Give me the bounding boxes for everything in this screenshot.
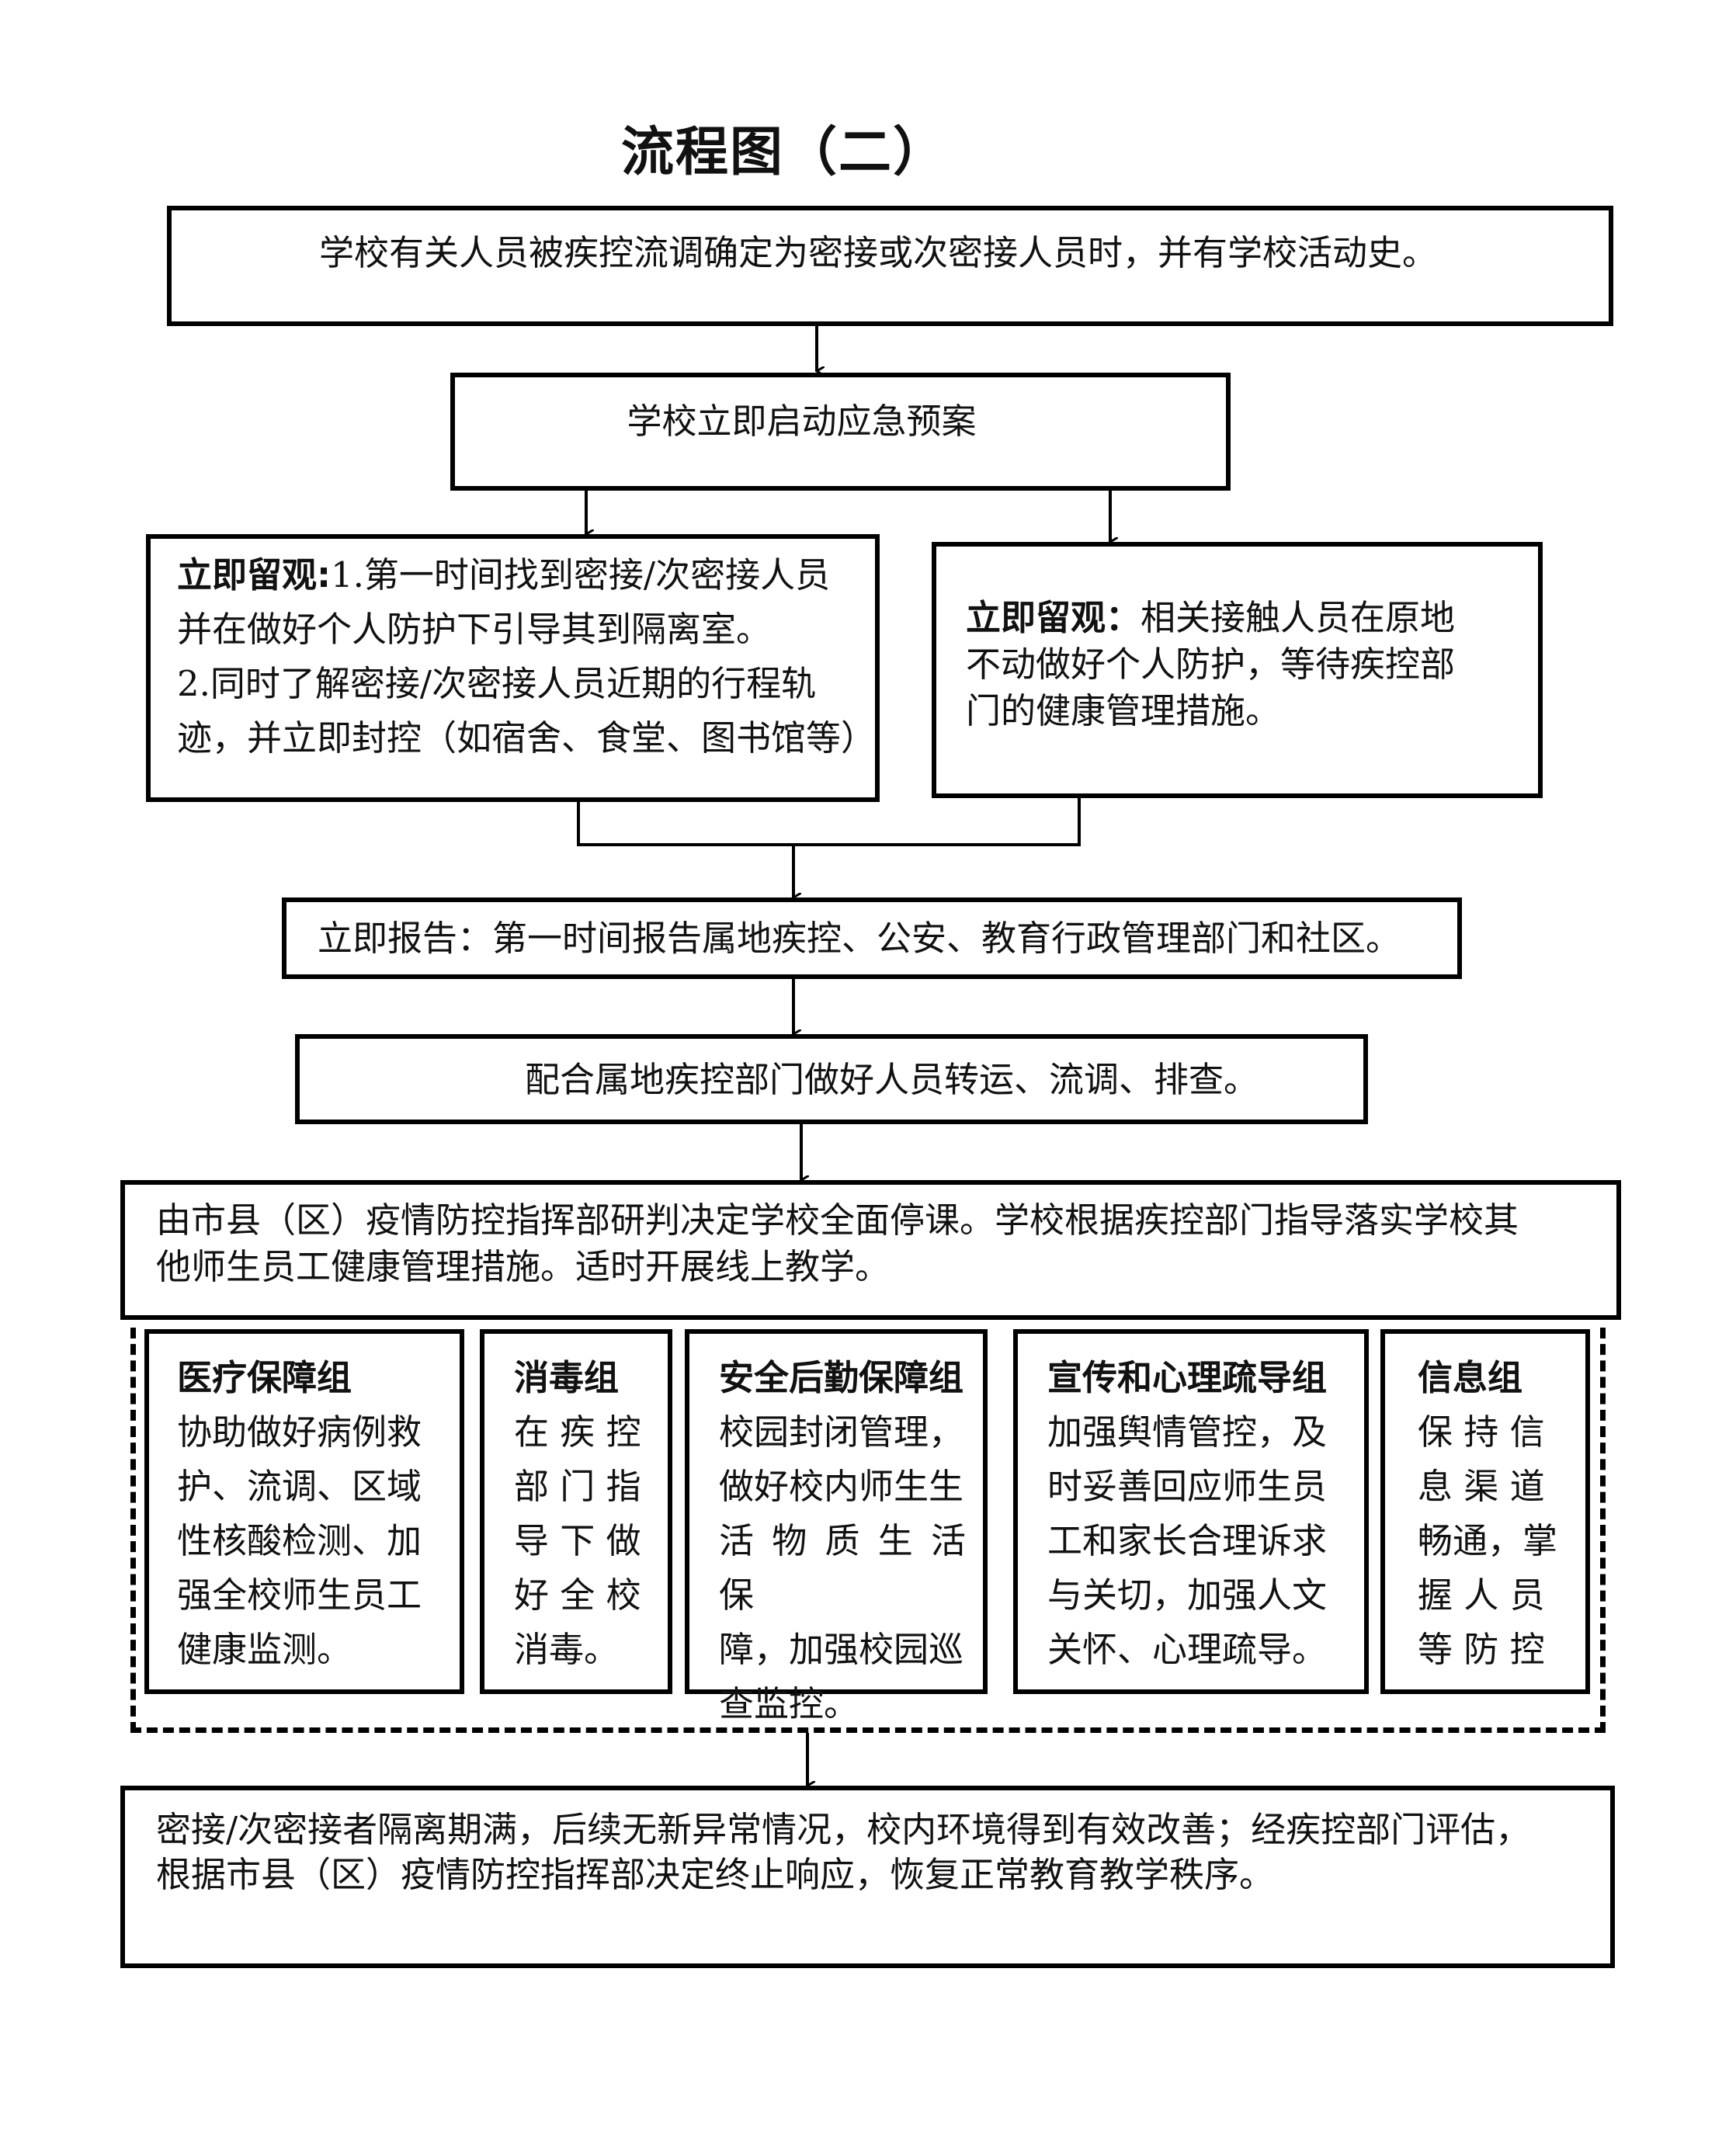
left-observe-line2: 并在做好个人防护下引导其到隔离室。 [177,609,772,650]
task-groups-container [130,1328,1606,1733]
suspend-classes-box: 由市县（区）疫情防控指挥部研判决定学校全面停课。学校根据疾控部门指导落实学校其 … [120,1180,1621,1320]
page-title: 流程图（二） [621,122,948,183]
left-observe-box: 立即留观:1.第一时间找到密接/次密接人员 并在做好个人防护下引导其到隔离室。 … [146,534,880,802]
group-logistics: 安全后勤保障组 校园封闭管理， 做好校内师生生 活 物 质 生 活 保 障，加强… [685,1329,988,1724]
trigger-text: 学校有关人员被疾控流调确定为密接或次密接人员时，并有学校活动史。 [319,232,1438,273]
suspend-line1: 由市县（区）疫情防控指挥部研判决定学校全面停课。学校根据疾控部门指导落实学校其 [156,1200,1519,1241]
report-box: 立即报告：第一时间报告属地疾控、公安、教育行政管理部门和社区。 [282,897,1462,979]
cooperate-text: 配合属地疾控部门做好人员转运、流调、排查。 [525,1059,1259,1100]
left-observe-line3: 2.同时了解密接/次密接人员近期的行程轨 [177,663,817,704]
group-medical-title: 医疗保障组 [177,1357,352,1398]
group-information-title: 信息组 [1418,1357,1523,1398]
final-line2: 根据市县（区）疫情防控指挥部决定终止响应，恢复正常教育教学秩序。 [156,1854,1275,1895]
emergency-plan-text: 学校立即启动应急预案 [627,401,977,442]
emergency-plan-box: 学校立即启动应急预案 [450,373,1231,491]
group-logistics-title: 安全后勤保障组 [719,1357,964,1398]
final-line1: 密接/次密接者隔离期满，后续无新异常情况，校内环境得到有效改善；经疾控部门评估， [156,1809,1531,1850]
right-observe-box: 立即留观：相关接触人员在原地 不动做好个人防护，等待疾控部 门的健康管理措施。 [932,542,1543,798]
left-observe-label: 立即留观: [177,554,331,595]
group-medical: 医疗保障组 协助做好病例救 护、流调、区域 性核酸检测、加 强全校师生员工 健康… [144,1329,464,1694]
right-observe-line1: 立即留观：相关接触人员在原地 [966,597,1456,638]
left-observe-line4: 迹，并立即封控（如宿舍、食堂、图书馆等） [177,717,877,759]
right-observe-line2: 不动做好个人防护，等待疾控部 [966,644,1456,685]
report-text: 立即报告：第一时间报告属地疾控、公安、教育行政管理部门和社区。 [318,918,1401,959]
right-observe-line3: 门的健康管理措施。 [966,690,1281,731]
group-disinfection: 消毒组 在 疾 控 部 门 指 导 下 做 好 全 校 消毒。 [480,1329,672,1694]
trigger-box: 学校有关人员被疾控流调确定为密接或次密接人员时，并有学校活动史。 [167,206,1613,326]
suspend-line2: 他师生员工健康管理措施。适时开展线上教学。 [156,1246,891,1287]
group-publicity-title: 宣传和心理疏导组 [1047,1357,1328,1398]
group-information: 信息组 保 持 信 息 渠 道 畅通，掌 握 人 员 等 防 控 [1380,1329,1590,1694]
right-observe-label: 立即留观： [966,597,1141,638]
left-observe-line1: 立即留观:1.第一时间找到密接/次密接人员 [177,554,831,595]
group-publicity-psychology: 宣传和心理疏导组 加强舆情管控，及 时妥善回应师生员 工和家长合理诉求 与关切，… [1013,1329,1369,1694]
group-disinfection-title: 消毒组 [514,1357,620,1398]
cooperate-box: 配合属地疾控部门做好人员转运、流调、排查。 [295,1034,1368,1124]
merge-bracket [577,796,1081,846]
resume-order-box: 密接/次密接者隔离期满，后续无新异常情况，校内环境得到有效改善；经疾控部门评估，… [120,1786,1615,1968]
